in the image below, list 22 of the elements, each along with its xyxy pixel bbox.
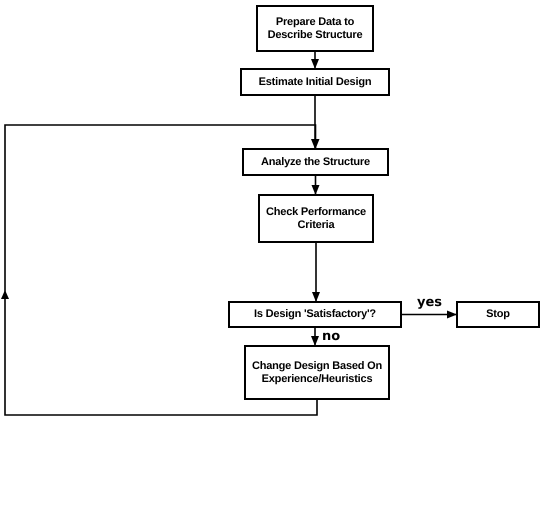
box-text: Change Design Based On Experience/Heuristics — [250, 360, 384, 386]
process-box — [258, 194, 374, 243]
arrow — [1, 124, 320, 416]
arrow — [402, 310, 457, 318]
box-text: Stop — [485, 308, 511, 321]
box-text: Check Performance Criteria — [265, 206, 367, 232]
process-box — [256, 5, 374, 52]
box-text: Estimate Initial Design — [258, 76, 372, 88]
arrow — [311, 96, 319, 149]
box-text: Is Design 'Satisfactory'? — [253, 308, 377, 321]
arrow — [312, 243, 320, 302]
box-text: Analyze the Structure — [260, 156, 371, 168]
arrow — [312, 176, 320, 195]
process-box — [242, 148, 389, 176]
process-box — [244, 345, 390, 400]
edge-label: no — [321, 328, 342, 344]
arrow — [311, 52, 319, 69]
process-box — [456, 301, 540, 328]
process-box — [240, 68, 390, 96]
box-text: Prepare Data to Describe Structure — [266, 16, 364, 42]
process-box — [228, 301, 402, 328]
arrow — [311, 328, 319, 346]
